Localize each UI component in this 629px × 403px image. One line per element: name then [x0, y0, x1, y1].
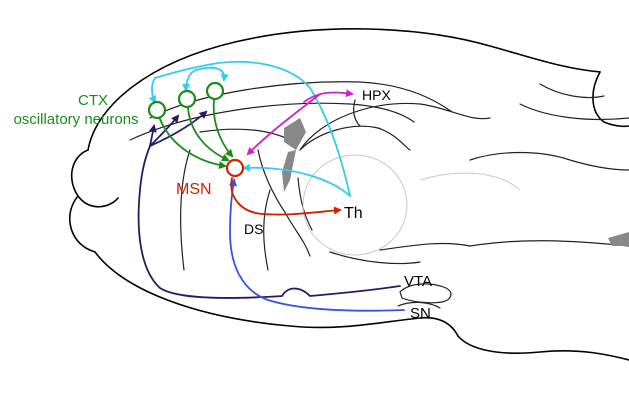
cortical-neurons	[147, 81, 225, 120]
msn-label: MSN	[176, 181, 212, 198]
thalamus-projection	[148, 60, 351, 197]
cortical-neuron-3	[205, 81, 225, 101]
cortical-neuron-2	[177, 89, 197, 109]
vta-label: VTA	[404, 273, 432, 290]
lateral-ventricle	[284, 118, 306, 150]
sn-projection	[229, 178, 405, 312]
msn-to-thalamus-projection	[230, 177, 342, 216]
vta-projection	[137, 110, 401, 299]
ctx-label: CTX	[78, 92, 108, 109]
brain-outline	[69, 28, 629, 361]
hippocampus-projection	[246, 89, 354, 156]
cortical-neuron-1	[147, 100, 167, 120]
fourth-ventricle	[608, 232, 629, 246]
sn-label: SN	[410, 305, 431, 322]
ds-label: DS	[244, 221, 263, 237]
cortex-projection	[159, 99, 234, 169]
hpx-label: HPX	[362, 87, 391, 103]
msn-neuron	[225, 158, 245, 178]
ctx-subtitle-label: oscillatory neurons	[13, 111, 138, 128]
th-label: Th	[344, 205, 363, 222]
